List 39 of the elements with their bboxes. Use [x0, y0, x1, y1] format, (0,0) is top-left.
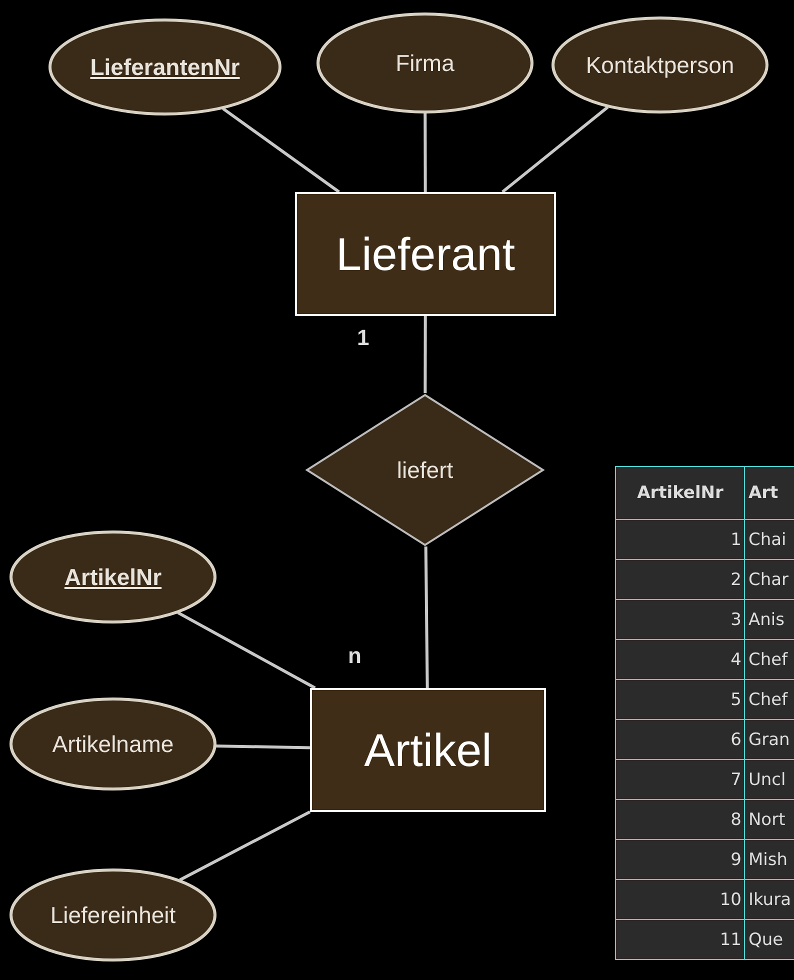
attribute-ellipse [8, 529, 218, 625]
attribute-name: Firma [396, 50, 454, 76]
column-header: Art [744, 466, 794, 520]
table-cell: 2 [616, 560, 745, 600]
entity-name: Artikel [364, 723, 492, 777]
attribute-ellipse [8, 696, 218, 792]
connector-line [424, 316, 427, 394]
connector-line [424, 546, 429, 688]
attribute-ellipse [8, 867, 218, 963]
relationship-diamond [305, 393, 545, 547]
attribute-ellipse [315, 11, 535, 115]
connector-line [222, 107, 340, 194]
connector-line [501, 106, 609, 194]
column-header: ArtikelNr [616, 466, 745, 520]
table-cell: 7 [616, 760, 745, 800]
attribute-name: Liefereinheit [50, 902, 176, 928]
table-cell: 3 [616, 600, 745, 640]
table-cell: 9 [616, 840, 745, 880]
connector-line [424, 113, 427, 192]
table-cell: 1 [616, 520, 745, 560]
attribute-ellipse [550, 15, 770, 115]
table-cell: 10 [616, 880, 745, 920]
table-cell: 11 [616, 920, 745, 960]
table-cell: 5 [616, 680, 745, 720]
table-cell: 4 [616, 640, 745, 680]
connector-line [179, 810, 311, 882]
relationship-name: liefert [396, 456, 454, 484]
entity-box [310, 688, 546, 812]
connector-line [177, 611, 316, 690]
attribute-ellipse [47, 17, 283, 117]
table-cell: 8 [616, 800, 745, 840]
attribute-name: LieferantenNr [90, 54, 240, 80]
attribute-name: ArtikelNr [64, 564, 162, 590]
connector-line [216, 744, 310, 750]
table-cell: 6 [616, 720, 745, 760]
entity-name: Lieferant [336, 227, 515, 281]
attribute-name: Artikelname [52, 730, 174, 758]
entity-box [295, 192, 556, 316]
attribute-name: Kontaktperson [586, 52, 734, 78]
